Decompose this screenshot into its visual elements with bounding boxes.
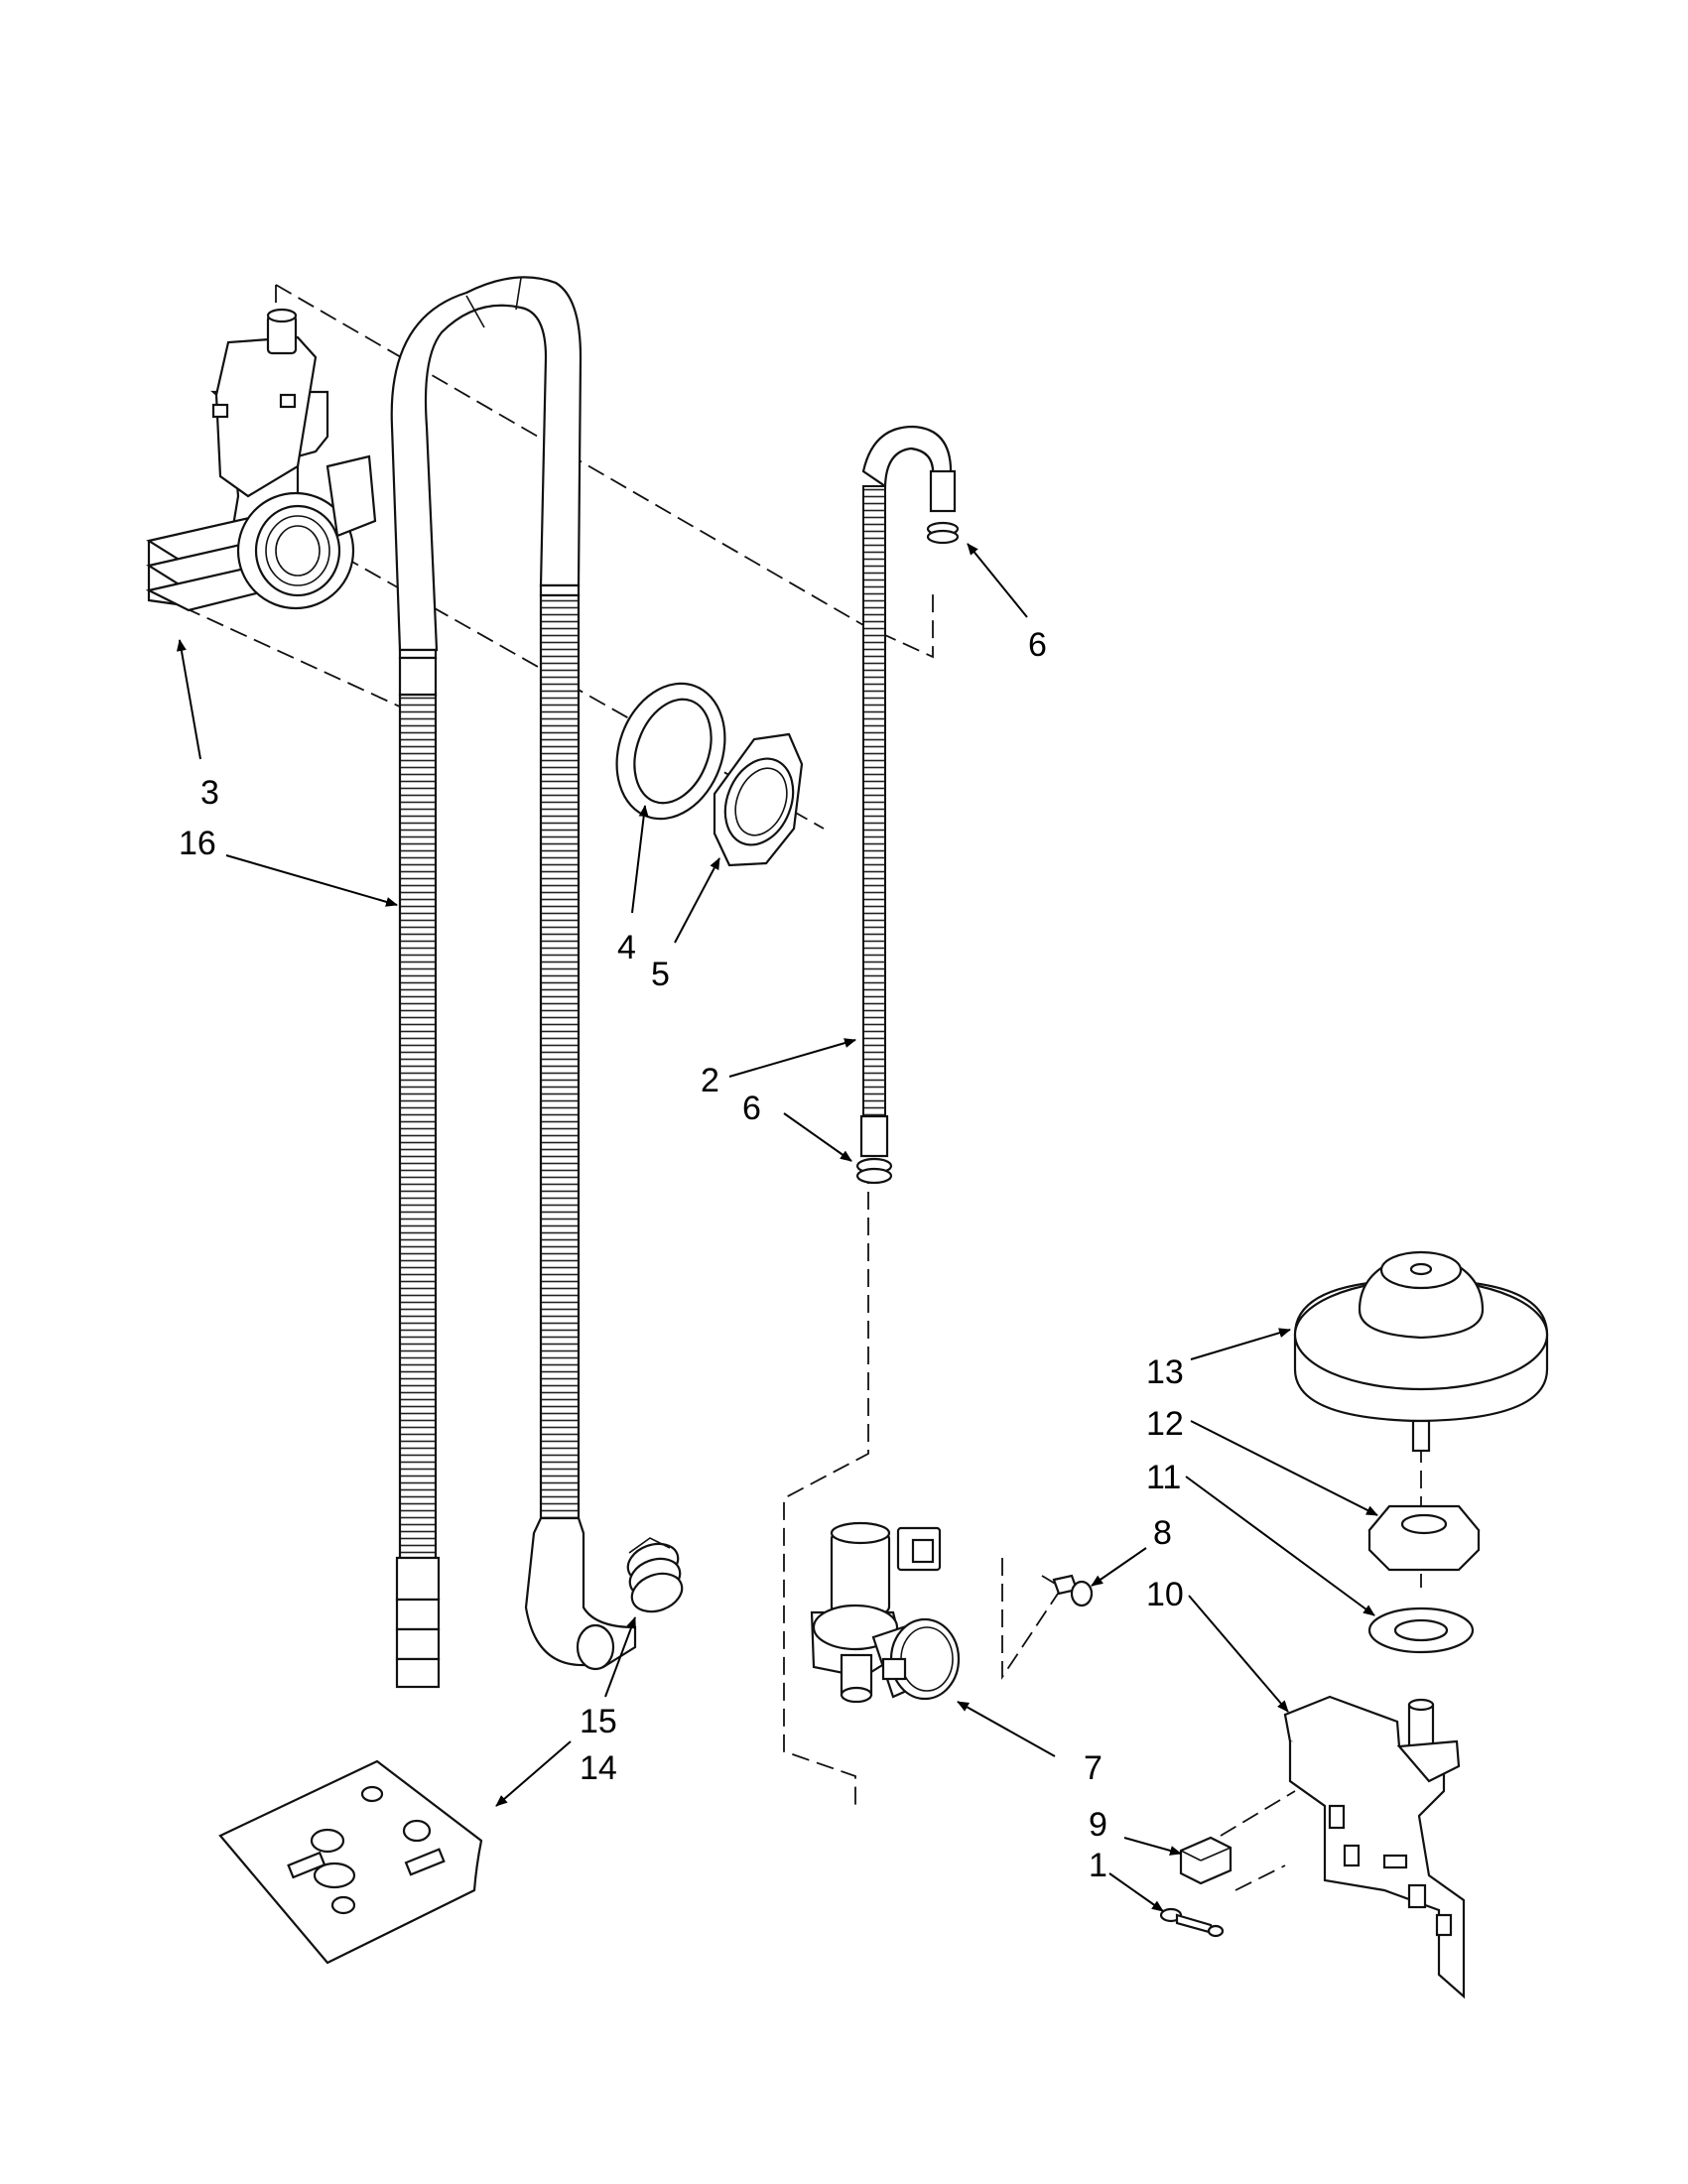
water-valve-part-7	[810, 1521, 961, 1704]
callout-10: 10	[1146, 1576, 1184, 1613]
housing-part-3	[145, 308, 377, 612]
callout-5: 5	[651, 956, 670, 993]
callout-3: 3	[200, 774, 219, 812]
washer-part-11	[1367, 1606, 1475, 1654]
float-part-13	[1293, 1250, 1549, 1453]
leader-lines	[176, 543, 1378, 1912]
nut-part-12	[1367, 1504, 1481, 1572]
callout-1: 1	[1089, 1847, 1107, 1884]
parts-bag-part-14	[218, 1759, 483, 1965]
bracket-part-10	[1283, 1695, 1466, 1999]
callout-2: 2	[701, 1062, 719, 1099]
callout-14: 14	[580, 1749, 617, 1787]
nut-part-5	[713, 732, 804, 867]
gasket-part-4	[615, 682, 726, 821]
sensor-part-1	[1159, 1907, 1225, 1938]
callout-9: 9	[1089, 1806, 1107, 1844]
drain-hose-part-16	[390, 276, 637, 1689]
callout-6-top: 6	[1028, 626, 1047, 664]
callout-13: 13	[1146, 1353, 1184, 1391]
switch-part-9	[1179, 1836, 1233, 1885]
callout-11: 11	[1146, 1459, 1182, 1496]
callout-15: 15	[580, 1703, 617, 1740]
screw-part-8	[1052, 1574, 1094, 1607]
fill-hose-part-2	[855, 425, 960, 1185]
callout-12: 12	[1146, 1405, 1184, 1443]
callout-7: 7	[1084, 1749, 1103, 1787]
callout-8: 8	[1153, 1514, 1172, 1552]
callout-6-mid: 6	[742, 1090, 761, 1127]
callout-16: 16	[179, 825, 216, 862]
clamp-part-15	[626, 1537, 684, 1613]
callout-4: 4	[617, 929, 636, 966]
